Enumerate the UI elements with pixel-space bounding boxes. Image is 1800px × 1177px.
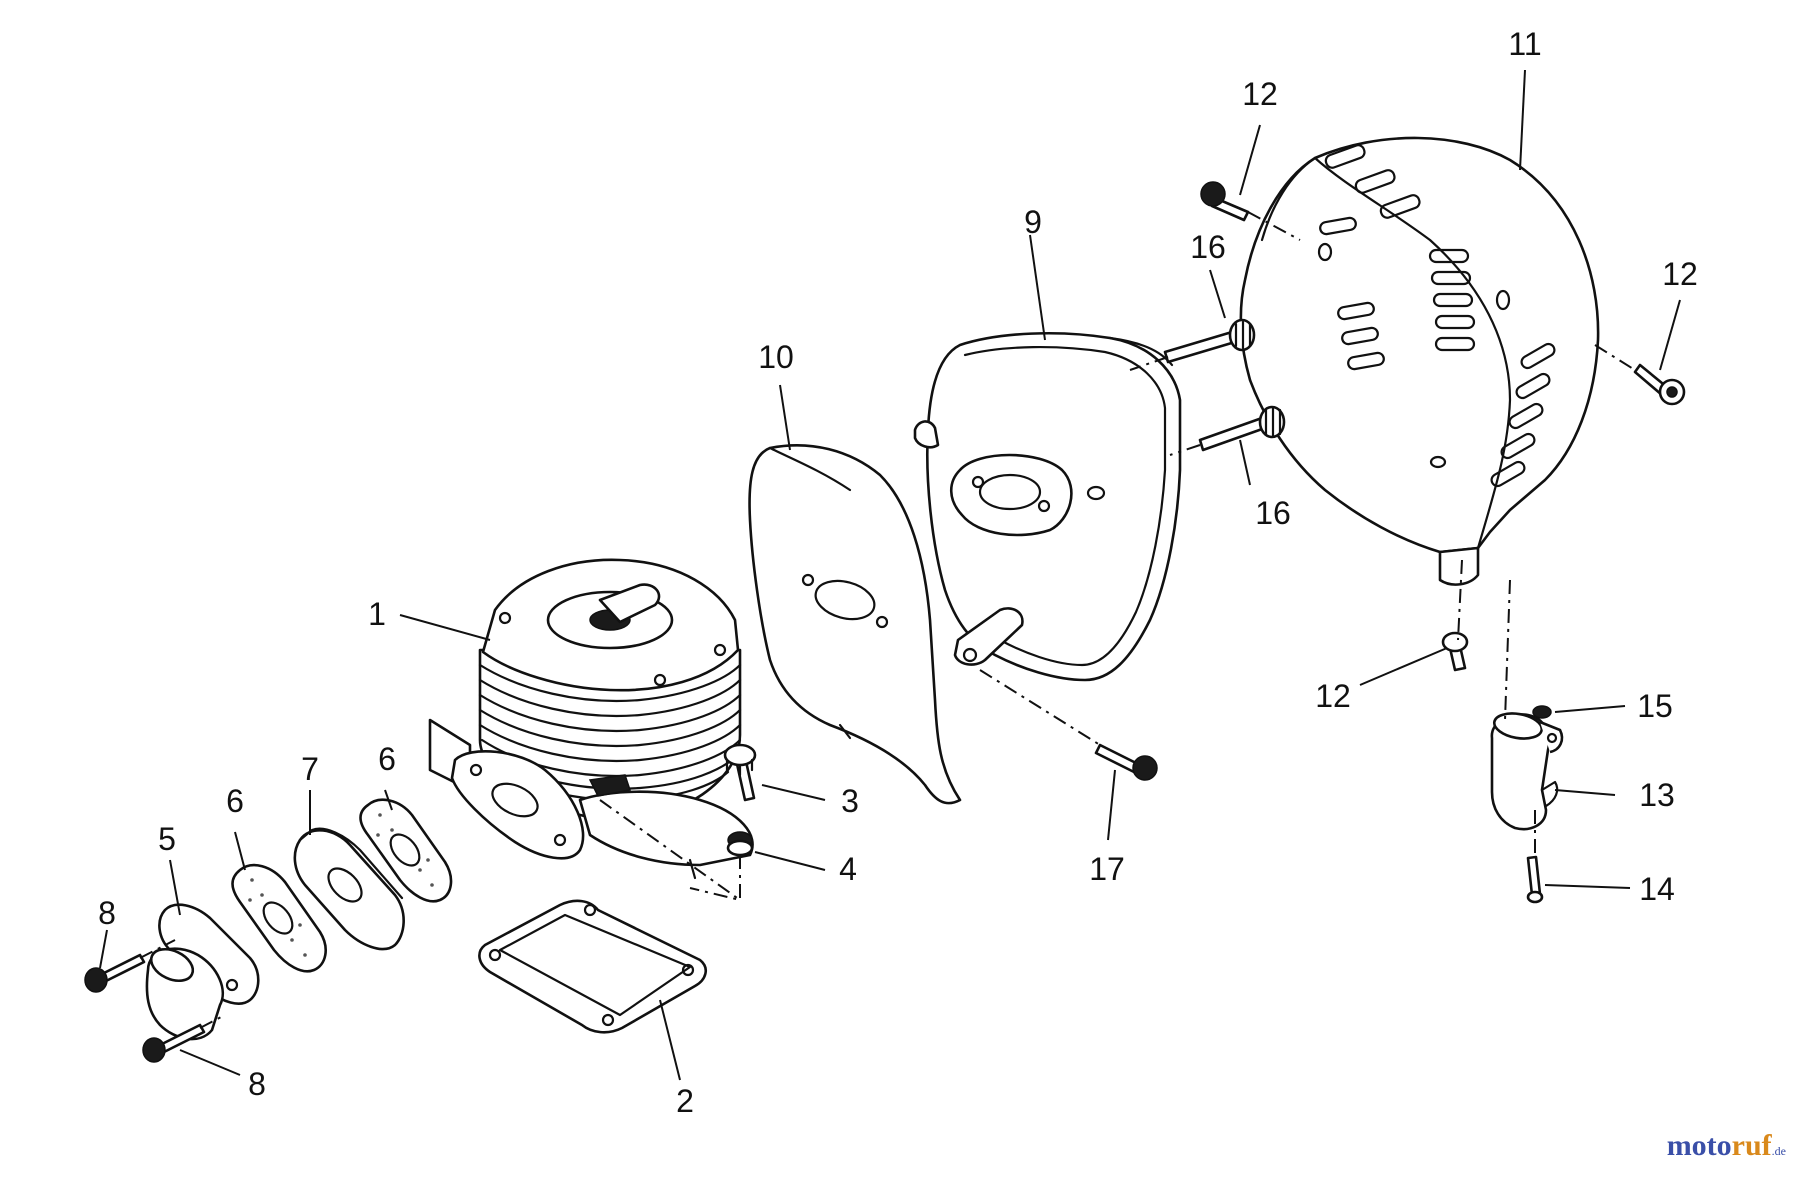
- part-16-screw-upper: [1163, 318, 1256, 364]
- callout-3: 3: [841, 783, 859, 819]
- part-3-screw: [723, 743, 757, 802]
- part-13-exhaust-elbow: [1490, 712, 1564, 831]
- part-4-nut: [726, 831, 754, 857]
- part-2-base-gasket: [478, 899, 708, 1034]
- watermark-tld: .de: [1771, 1144, 1786, 1158]
- part-7-insulator: [293, 827, 405, 951]
- callout-16-upper: 16: [1190, 229, 1226, 265]
- callout-2: 2: [676, 1083, 694, 1119]
- callout-15: 15: [1637, 688, 1673, 724]
- callout-5: 5: [158, 821, 176, 857]
- part-9-muffler: [913, 331, 1182, 682]
- callout-12-right: 12: [1662, 256, 1698, 292]
- callout-4: 4: [839, 851, 857, 887]
- callout-12-upper-left: 12: [1242, 76, 1278, 112]
- callout-9: 9: [1024, 204, 1042, 240]
- callout-6-inner: 6: [378, 741, 396, 777]
- callout-12-lower: 12: [1315, 678, 1351, 714]
- callout-16-lower: 16: [1255, 495, 1291, 531]
- callout-10: 10: [758, 339, 794, 375]
- watermark-ruf: ruf: [1731, 1129, 1772, 1162]
- part-12-screw-upper-left: [1200, 181, 1250, 222]
- callout-8-top: 8: [98, 895, 116, 931]
- part-11-muffler-cover: [1239, 136, 1600, 586]
- part-6-gasket-outer: [231, 863, 327, 973]
- watermark-moto: moto: [1666, 1129, 1732, 1162]
- part-1-cylinder: [428, 558, 754, 880]
- leader-lines: [99, 69, 1681, 1081]
- motoruf-watermark: motoruf.de: [1667, 1129, 1786, 1163]
- callout-1: 1: [368, 596, 386, 632]
- part-17-screw: [1094, 743, 1158, 781]
- part-6-gasket-inner: [359, 798, 453, 903]
- part-12-screw-lower: [1441, 631, 1469, 672]
- callout-14: 14: [1639, 871, 1675, 907]
- callout-13: 13: [1639, 777, 1675, 813]
- part-12-screw-right: [1633, 363, 1686, 406]
- part-16-screw-lower: [1198, 405, 1286, 452]
- callout-7: 7: [301, 751, 319, 787]
- assembly-lines: [139, 211, 1636, 1029]
- callout-11: 11: [1508, 26, 1541, 62]
- callout-8-bottom: 8: [248, 1066, 266, 1102]
- callout-17: 17: [1089, 851, 1125, 887]
- part-8-screw-top: [84, 953, 146, 993]
- part-10-heat-shield: [748, 444, 962, 805]
- part-14-screw: [1526, 855, 1544, 904]
- part-5-intake-adapter: [145, 903, 260, 1041]
- part-8-screw-bottom: [142, 1023, 206, 1063]
- part-15-nut: [1532, 705, 1552, 719]
- callout-6-outer: 6: [226, 783, 244, 819]
- callout-labels: 1 2 3 4 5 6 7 6 8 8 9 10 11 12 12 12 13 …: [98, 26, 1698, 1119]
